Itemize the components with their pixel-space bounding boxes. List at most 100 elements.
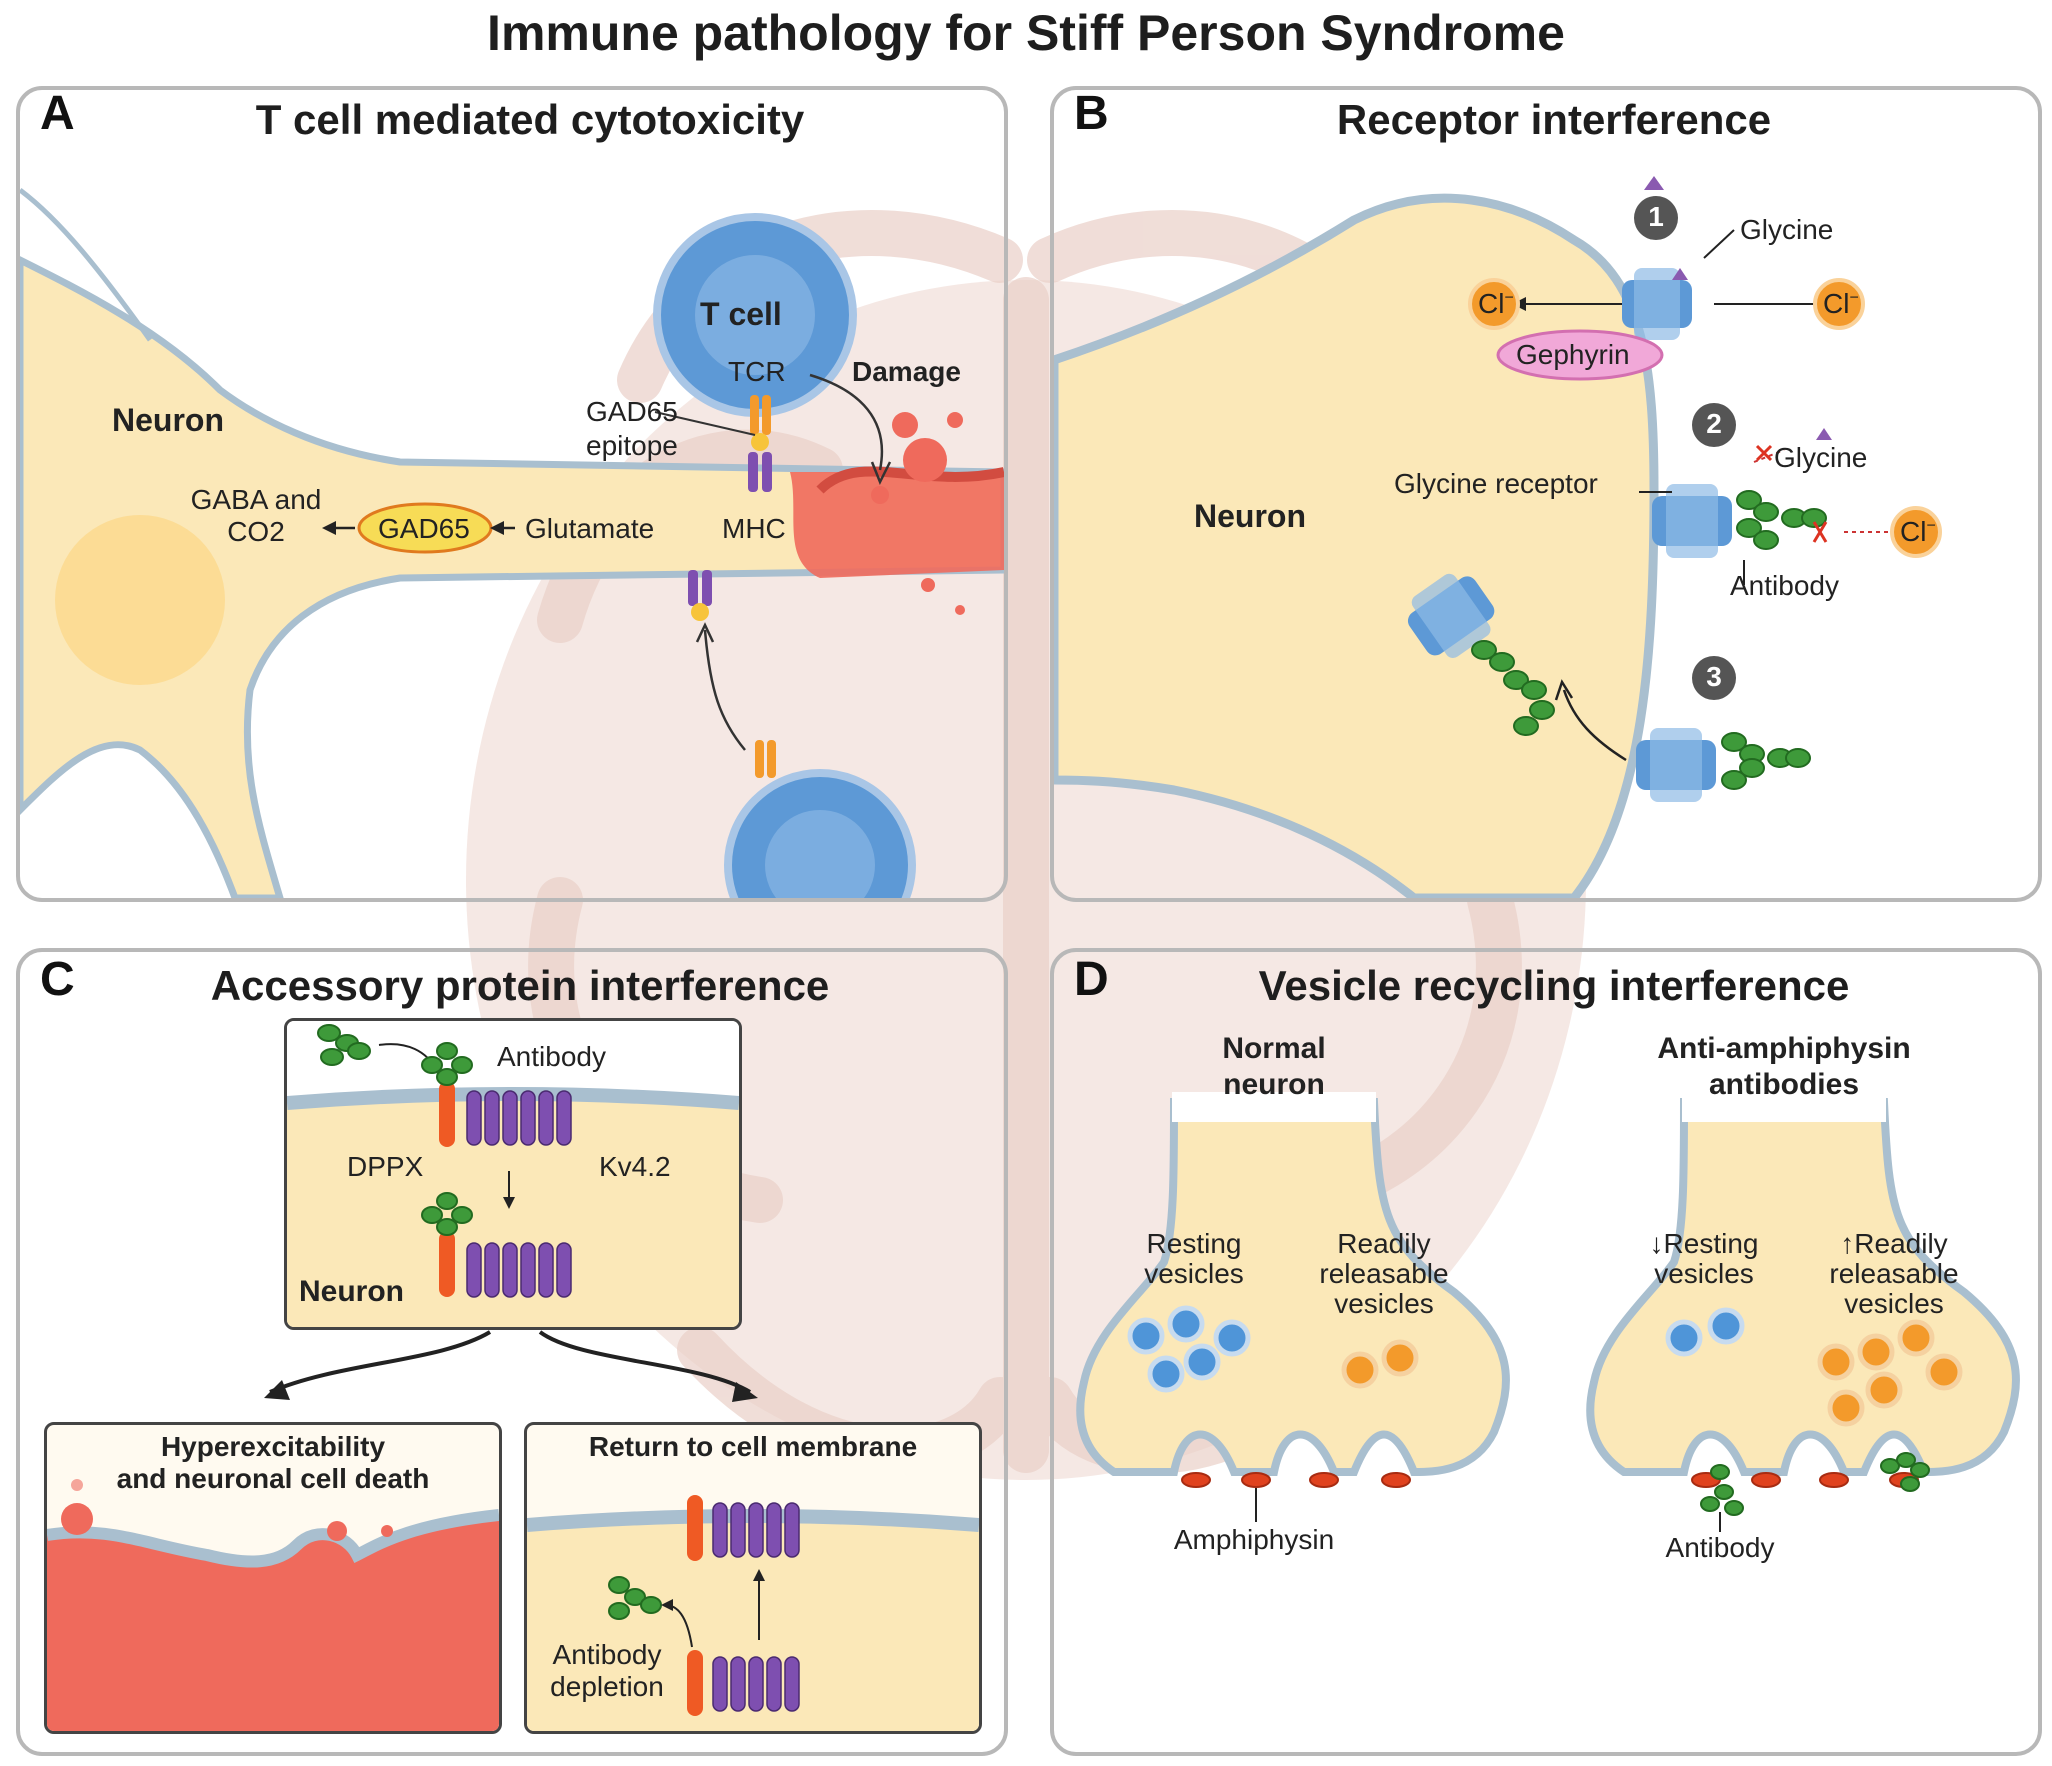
cl-label-left: Cl− [1478, 288, 1514, 319]
gaba-label-2: CO2 [227, 516, 285, 547]
up-readily-label: ↑Readily [1840, 1228, 1948, 1259]
gephyrin-label: Gephyrin [1516, 339, 1630, 370]
panel-a-title: T cell mediated cytotoxicity [255, 96, 805, 143]
dendrite-top [20, 188, 153, 342]
antibody-label-d: Antibody [1665, 1532, 1775, 1563]
readily-label-2b: releasable [1829, 1258, 1959, 1289]
neuron-label: Neuron [112, 402, 224, 438]
cl-ion-blocked [1890, 506, 1942, 558]
free-antibody [317, 1024, 371, 1066]
panel-c-title: Accessory protein interference [210, 962, 830, 1009]
gad-epitope-label-2: epitope [586, 430, 678, 461]
readily-vesicles-normal [1341, 1339, 1419, 1389]
panel-b-letter: B [1074, 87, 1109, 140]
antibody-label-b: Antibody [1730, 570, 1839, 601]
hyperexcitability-inset: Hyperexcitability and neuronal cell deat… [44, 1422, 502, 1734]
glycine-arrow-1 [1703, 229, 1735, 259]
dppx-cycling [687, 1650, 703, 1716]
panel-a-illustration [20, 188, 1004, 898]
cl-ion-left [1468, 278, 1520, 330]
step-2-marker [1692, 403, 1736, 447]
readily-label-3b: vesicles [1844, 1288, 1944, 1319]
panel-c: C Accessory protein interference [16, 948, 1008, 1756]
released-antibody [608, 1576, 662, 1620]
mhc-molecule [748, 452, 758, 492]
kv42-channel [466, 1090, 572, 1146]
panel-a: A T cell mediated cytotoxicity T cell TC… [16, 86, 1008, 902]
return-membrane-inset: Return to cell membrane Antibody depleti… [524, 1422, 982, 1734]
anti-label-1: Anti-amphiphysin [1657, 1032, 1911, 1065]
hyper-label-1: Hyperexcitability [160, 1431, 386, 1462]
gad65-label: GAD65 [378, 513, 470, 544]
gephyrin-protein [1496, 329, 1664, 381]
step-1-label: 1 [1648, 201, 1664, 232]
kv42-cycling [712, 1656, 800, 1712]
bound-antibody [421, 1042, 473, 1086]
step-1-marker [1634, 196, 1678, 240]
neuron-body [20, 256, 1004, 898]
dppx-internalized [439, 1231, 455, 1297]
damage-label: Damage [852, 356, 961, 387]
hyper-label-2: and neuronal cell death [116, 1463, 430, 1494]
panel-c-letter: C [40, 953, 75, 1006]
cl-ion-right [1813, 278, 1865, 330]
antibody-label-c: Antibody [497, 1041, 606, 1072]
return-label: Return to cell membrane [588, 1431, 918, 1462]
glycine-label-1: Glycine [1740, 214, 1834, 245]
depletion-label-2: depletion [550, 1671, 664, 1702]
figure-title: Immune pathology for Stiff Person Syndro… [487, 5, 1565, 61]
panel-b-title: Receptor interference [1336, 96, 1772, 143]
mhc-lower [688, 570, 698, 606]
amphiphysin-markers [1181, 1472, 1919, 1488]
damage-membrane [816, 466, 1004, 494]
readily-label-2: releasable [1319, 1258, 1449, 1289]
t-cell-label: T cell [700, 296, 782, 332]
panel-d: D Vesicle recycling interference [1050, 948, 2042, 1756]
tcr-receptor [750, 395, 759, 435]
cl-label-right: Cl− [1823, 288, 1859, 319]
panel-d-letter: D [1074, 953, 1109, 1006]
neuron-inset-illustration [287, 1021, 739, 1327]
kv42-returned [712, 1502, 800, 1558]
dppx-label: DPPX [347, 1151, 424, 1182]
mhc-label: MHC [722, 513, 786, 544]
depletion-label-1: Antibody [552, 1639, 662, 1670]
gaba-label-1: GABA and [190, 484, 322, 515]
neuron-terminal [1054, 193, 1659, 898]
glutamate-label: Glutamate [525, 513, 655, 544]
normal-label-2: neuron [1223, 1068, 1325, 1101]
resting-label-2: vesicles [1144, 1258, 1244, 1289]
antibody-3-internal [1471, 640, 1555, 736]
readily-vesicles-increased [1817, 1319, 1963, 1427]
dppx-returned [687, 1495, 703, 1561]
glycine-receptor-label: Glycine receptor [1394, 468, 1598, 499]
neuron-label-c: Neuron [299, 1275, 404, 1308]
resting-label-1: Resting [1146, 1228, 1242, 1259]
resting-vesicles-normal [1127, 1305, 1251, 1393]
anti-amphiphysin-terminal [1586, 1098, 2020, 1477]
internalized-receptor [1407, 573, 1495, 658]
kv42-internalized [466, 1242, 572, 1298]
cl-label-blocked: Cl− [1900, 516, 1936, 547]
step-2-label: 2 [1706, 408, 1722, 439]
normal-label-1: Normal [1222, 1032, 1326, 1065]
tcr-label: TCR [728, 356, 786, 387]
normal-terminal [1076, 1098, 1510, 1477]
damage-region [790, 472, 1004, 578]
glycine-triangle-1 [1644, 176, 1664, 190]
neuron-label-b: Neuron [1194, 498, 1306, 534]
panel-a-letter: A [40, 87, 75, 140]
damage-arrow [809, 373, 884, 471]
tcr-lower [755, 740, 764, 778]
resting-vesicles-reduced [1665, 1307, 1745, 1357]
dppx-protein [439, 1081, 455, 1147]
neuron-inset: Antibody DPPX Kv4.2 Neuron [284, 1018, 742, 1330]
readily-label-1: Readily [1337, 1228, 1431, 1259]
gad-epitope-label-1: GAD65 [586, 396, 678, 427]
branch-arrows [264, 1330, 758, 1402]
panel-b-illustration [1054, 176, 1942, 898]
step-3-label: 3 [1706, 661, 1722, 692]
binding-arrow [703, 629, 746, 751]
resting-label-2b: vesicles [1654, 1258, 1754, 1289]
return-membrane-illustration [527, 1495, 979, 1731]
